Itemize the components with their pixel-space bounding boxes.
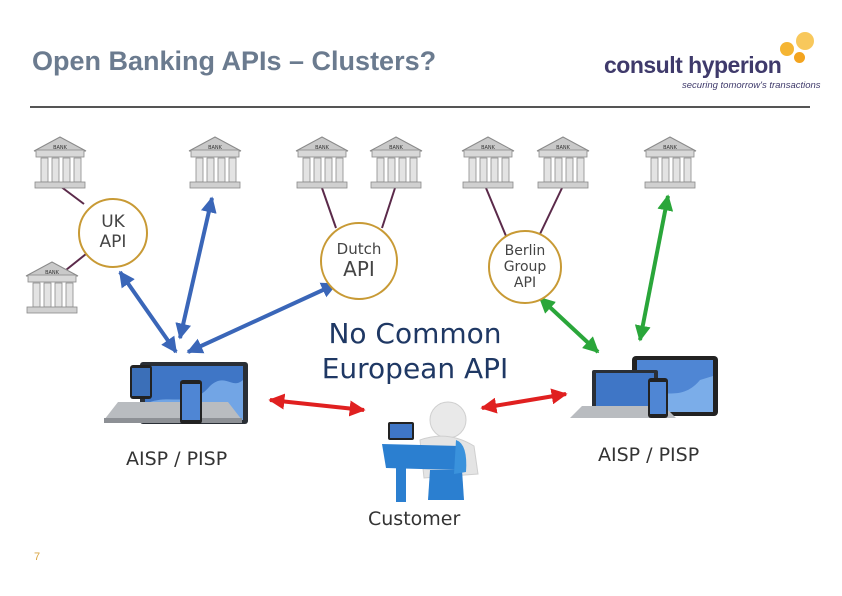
logo-wordmark: consult hyperion (604, 52, 782, 79)
bank-icon: BANK (25, 261, 79, 314)
dutch-api-line1: Dutch (336, 239, 382, 258)
connector-line (59, 185, 85, 205)
logo-dot (780, 42, 794, 56)
svg-text:BANK: BANK (45, 270, 60, 276)
bank-icon: BANK (295, 136, 349, 189)
svg-text:BANK: BANK (53, 145, 68, 151)
berlin-api-line2: Group (503, 258, 547, 275)
blue-arrow (186, 282, 338, 354)
red-arrow (480, 388, 568, 414)
page-number: 7 (34, 551, 41, 563)
bank-icon: BANK (369, 136, 423, 189)
green-arrow (634, 194, 674, 342)
connector-line (321, 187, 337, 229)
bank-icon: BANK (461, 136, 515, 189)
berlin-api-line3: API (513, 275, 537, 292)
devices-icon-right (570, 356, 718, 418)
consult-hyperion-logo: consult hyperion securing tomorrow's tra… (600, 28, 821, 94)
uk-api-line1: UK (101, 212, 125, 233)
dutch-api-line2: API (343, 257, 375, 282)
no-common-api-line2: European API (321, 352, 509, 385)
connector-line (485, 187, 507, 237)
connector-line (539, 187, 563, 235)
customer-label: Customer (368, 508, 461, 530)
svg-text:BANK: BANK (663, 145, 678, 151)
logo-dot (796, 32, 814, 50)
logo-dot (794, 52, 805, 63)
bank-icon: BANK (643, 136, 697, 189)
aisp-pisp-label-left: AISP / PISP (126, 448, 228, 470)
logo-tagline: securing tomorrow's transactions (682, 80, 821, 91)
customer-figure (382, 401, 479, 502)
no-common-api-line1: No Common (328, 317, 502, 350)
berlin-group-api-cluster: Berlin Group API (488, 230, 562, 304)
logo-word-consult: consult (604, 52, 683, 78)
red-arrow (268, 393, 366, 417)
bank-icon: BANK (188, 136, 242, 189)
blue-arrow (175, 196, 217, 340)
berlin-api-line1: Berlin (504, 242, 546, 259)
uk-api-line2: API (99, 232, 127, 252)
svg-text:BANK: BANK (208, 145, 223, 151)
bank-icon: BANK (33, 136, 87, 189)
dutch-api-cluster: Dutch API (320, 222, 398, 300)
devices-icon-left (104, 362, 248, 424)
svg-text:BANK: BANK (556, 145, 571, 151)
svg-text:BANK: BANK (389, 145, 404, 151)
svg-text:BANK: BANK (315, 145, 330, 151)
slide-title: Open Banking APIs – Clusters? (32, 46, 437, 76)
connector-line (381, 187, 396, 229)
blue-arrow (118, 270, 178, 354)
logo-word-hyperion: hyperion (688, 52, 782, 78)
no-common-api-text: No Common European API (300, 316, 530, 386)
bank-icon: BANK (536, 136, 590, 189)
uk-api-cluster: UK API (78, 198, 148, 268)
green-arrow (538, 296, 600, 354)
svg-text:BANK: BANK (481, 145, 496, 151)
title-divider (30, 106, 810, 108)
aisp-pisp-label-right: AISP / PISP (598, 444, 700, 466)
